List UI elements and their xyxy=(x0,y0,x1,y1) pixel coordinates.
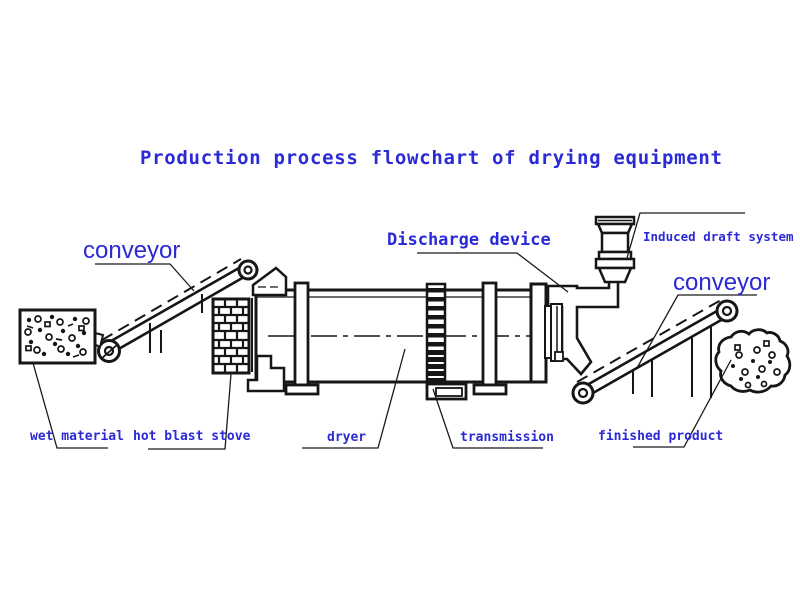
label-transmission: transmission xyxy=(460,430,554,445)
label-discharge-device: Discharge device xyxy=(387,230,551,250)
label-wet-material: wet material xyxy=(30,429,124,444)
support-station-right xyxy=(472,281,508,396)
leader-finished-product xyxy=(633,359,732,448)
label-finished-product: finished product xyxy=(598,429,723,444)
discharge-conveyor xyxy=(571,299,739,405)
label-induced-draft-system: Induced draft system xyxy=(643,229,794,244)
finished-product-pile xyxy=(714,328,792,394)
induced-draft-stack xyxy=(594,215,636,284)
diagram-title: Production process flowchart of drying e… xyxy=(140,147,723,169)
label-conveyor-left: conveyor xyxy=(83,237,180,264)
leader-transmission xyxy=(432,388,543,449)
label-dryer: dryer xyxy=(327,430,366,445)
head-pulley-icon xyxy=(237,259,259,281)
leader-conveyor-left xyxy=(95,263,195,292)
tail-pulley-icon xyxy=(571,381,595,405)
tail-pulley-icon xyxy=(97,339,121,363)
leader-induced-draft xyxy=(626,212,745,259)
hot-blast-stove xyxy=(211,297,251,375)
discharge-housing xyxy=(529,279,620,384)
leader-hot-blast-stove xyxy=(148,373,232,450)
wet-material-pile xyxy=(18,308,97,365)
leader-conveyor-right xyxy=(636,294,757,369)
leader-wet-material xyxy=(32,362,108,449)
transmission-gear xyxy=(425,282,468,401)
label-hot-blast-stove: hot blast stove xyxy=(133,429,251,444)
leader-discharge-device xyxy=(417,252,569,293)
support-station-left xyxy=(284,281,320,396)
head-pulley-icon xyxy=(715,299,739,323)
leader-dryer xyxy=(302,348,406,449)
feed-end-housing xyxy=(246,266,288,393)
label-conveyor-right: conveyor xyxy=(673,269,770,296)
